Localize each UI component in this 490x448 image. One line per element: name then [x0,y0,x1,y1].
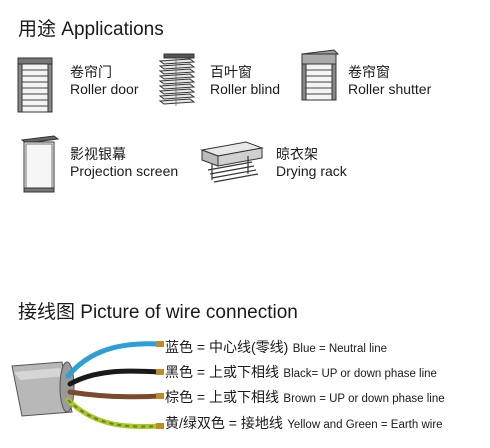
projection-screen-label-cn: 影视银幕 [70,146,126,162]
wire-row-blue-en: Blue = Neutral line [292,343,388,355]
drying-rack-label-en: Drying rack [276,163,347,179]
black-wire [67,368,163,387]
roller-shutter-item: 卷帘窗 Roller shutter [298,48,468,108]
applications-heading: 用途 Applications [18,19,164,40]
roller-shutter-label-en: Roller shutter [348,81,432,97]
roller-door-item: 卷帘门 Roller door [16,56,186,116]
drying-rack-item: 晾衣架 Drying rack [198,136,368,196]
cable-diagram [11,341,164,430]
wire-row-yellow-green-cn: 黄/绿双色 = 接地线 [165,415,283,431]
roller-blind-label-cn: 百叶窗 [210,64,252,80]
roller-blind-icon [158,53,196,106]
drying-rack-icon [200,141,264,183]
wire-row-blue: 蓝色 = 中心线(零线) Blue = Neutral line [165,337,387,357]
cable-jacket [11,361,75,417]
wire-row-black: 黑色 = 上或下相线 Black= UP or down phase line [165,362,437,382]
wire-row-blue-cn: 蓝色 = 中心线(零线) [165,339,289,355]
blue-wire [65,341,163,379]
roller-shutter-icon [300,49,340,101]
roller-door-label-en: Roller door [70,81,139,97]
projection-screen-icon [20,135,60,193]
wire-row-brown-cn: 棕色 = 上或下相线 [165,389,279,405]
wire-row-brown-en: Brown = UP or down phase line [283,393,445,405]
roller-shutter-label-cn: 卷帘窗 [348,64,390,80]
wire-row-brown: 棕色 = 上或下相线 Brown = UP or down phase line [165,387,445,407]
wire-row-black-en: Black= UP or down phase line [283,368,437,380]
roller-blind-label-en: Roller blind [210,81,281,97]
wire-row-yellow-green-en: Yellow and Green = Earth wire [287,419,443,431]
wire-row-black-cn: 黑色 = 上或下相线 [165,364,279,380]
roller-door-icon [17,57,53,113]
yellow-green-wire [65,397,163,430]
roller-blind-item: 百叶窗 Roller blind [156,52,296,112]
wire-row-yellow-green: 黄/绿双色 = 接地线 Yellow and Green = Earth wir… [165,413,443,433]
projection-screen-label-en: Projection screen [70,163,179,179]
drying-rack-label-cn: 晾衣架 [276,146,318,162]
projection-screen-item: 影视银幕 Projection screen [18,134,198,198]
brown-wire [67,389,163,400]
wire-connection-heading: 接线图 Picture of wire connection [18,302,298,323]
roller-door-label-cn: 卷帘门 [70,64,112,80]
